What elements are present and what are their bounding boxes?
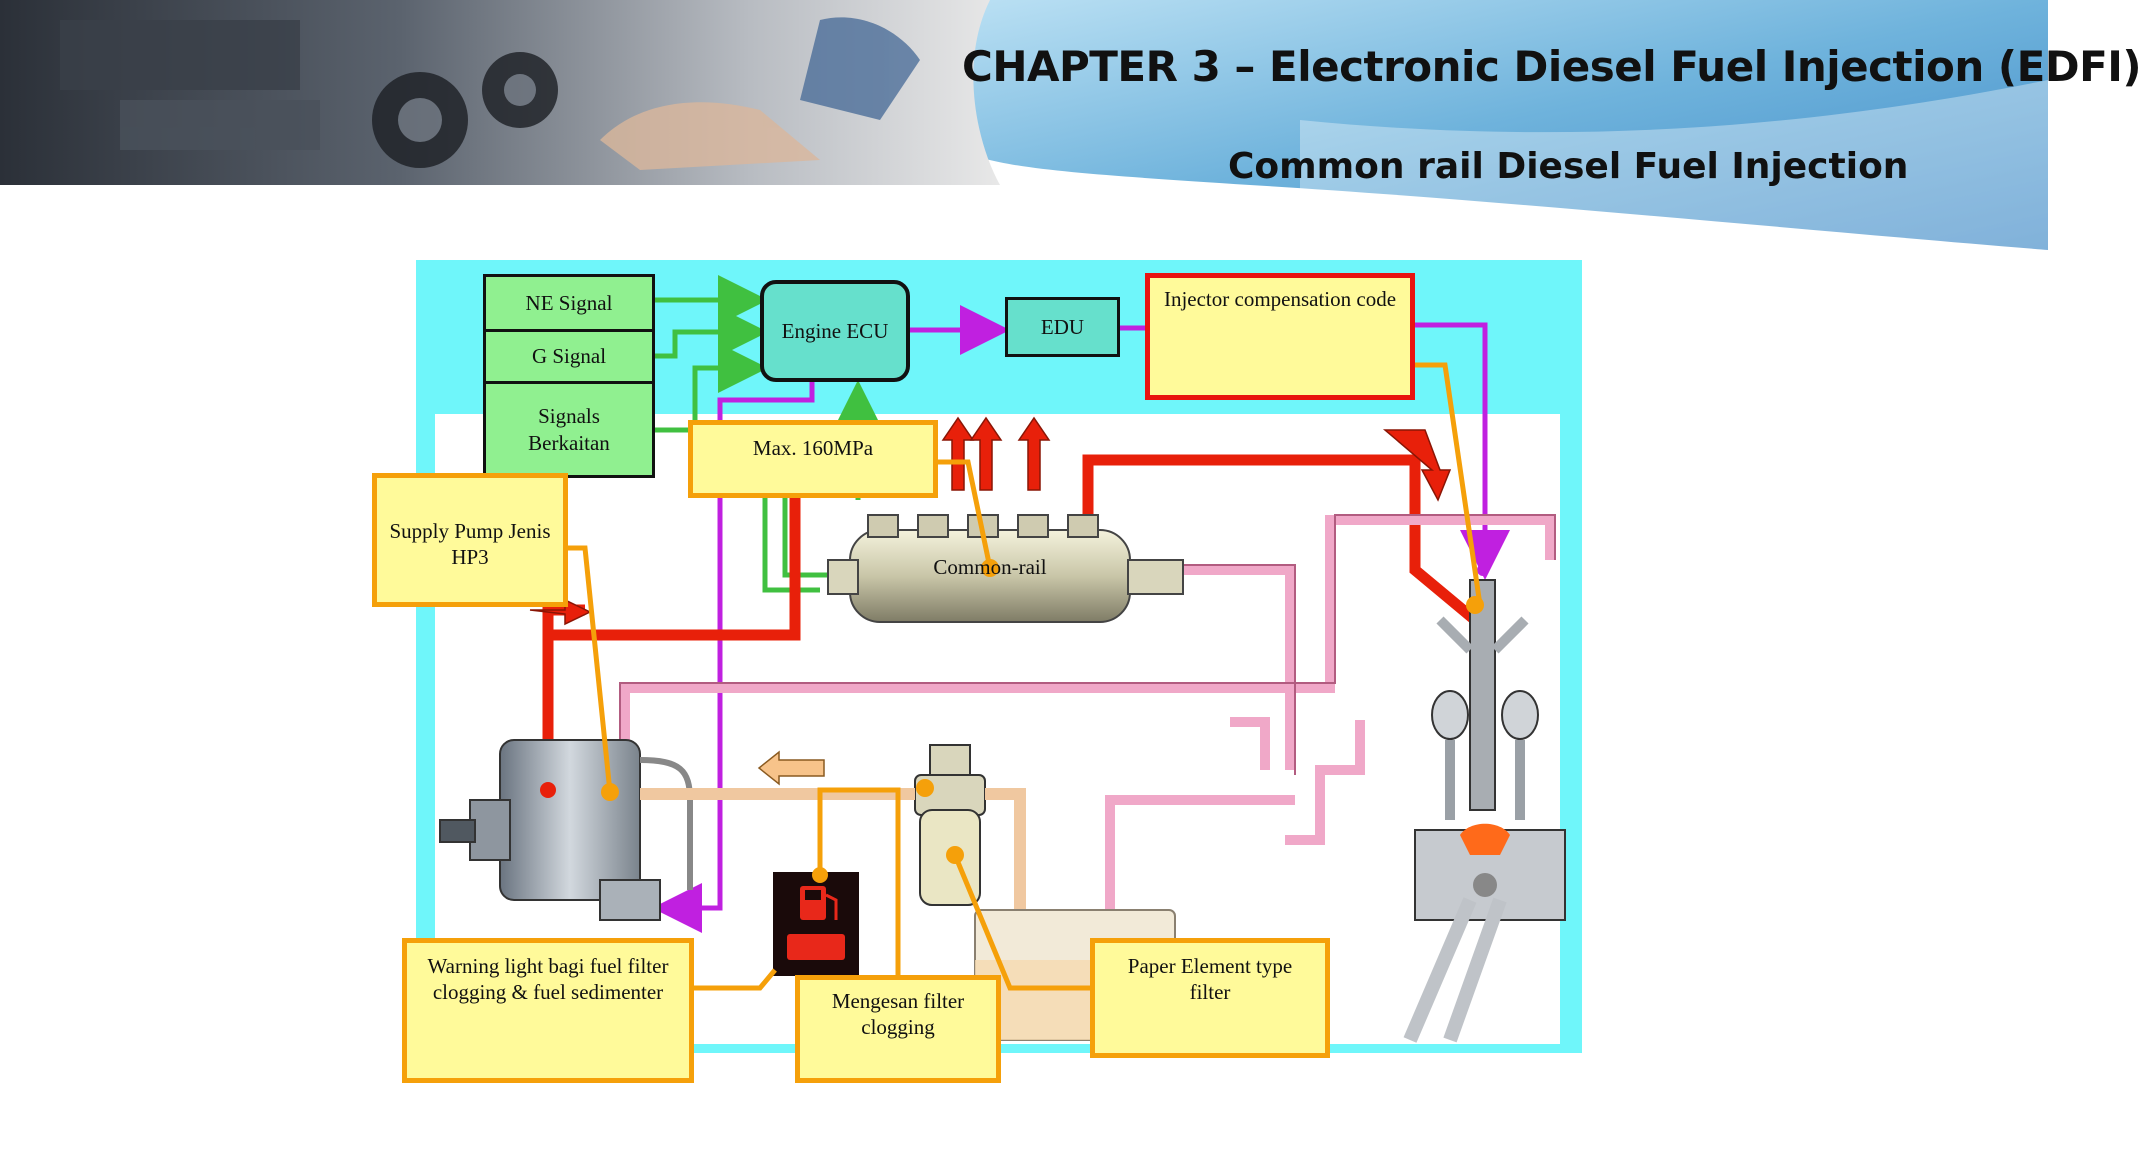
return-lines <box>620 515 1555 940</box>
warning-light-box: Warning light bagi fuel filter clogging … <box>402 938 694 1083</box>
supply-pump-label: Supply Pump Jenis HP3 <box>389 519 551 570</box>
callout-dots <box>601 559 999 883</box>
max-pressure-box: Max. 160MPa <box>688 420 938 498</box>
ne-signal-label: NE Signal <box>525 290 613 315</box>
injector-and-piston <box>1403 564 1566 1043</box>
injector-compensation-box: Injector compensation code <box>1145 273 1415 400</box>
supply-pump-body <box>439 739 693 921</box>
return-line-outline <box>619 514 1556 775</box>
engine-ecu-box: Engine ECU <box>760 280 910 382</box>
supply-pump-box: Supply Pump Jenis HP3 <box>372 473 568 607</box>
edu-box: EDU <box>1005 297 1120 357</box>
pressure-arrows <box>529 416 1452 626</box>
header-banner <box>0 0 2048 260</box>
engine-photo-details <box>60 17 920 170</box>
callout-leaders <box>565 362 1483 991</box>
slide-subtitle: Common rail Diesel Fuel Injection <box>1228 146 1909 187</box>
engine-ecu-label: Engine ECU <box>781 318 889 343</box>
g-signal-box: G Signal <box>483 329 655 384</box>
filter-clogging-box: Mengesan filter clogging <box>795 975 1001 1083</box>
related-signals-label: Signals Berkaitan <box>528 404 610 455</box>
warning-light-label: Warning light bagi fuel filter clogging … <box>427 954 669 1005</box>
injector-compensation-label: Injector compensation code <box>1163 287 1397 311</box>
paper-filter-box: Paper Element type filter <box>1090 938 1330 1058</box>
filter-clogging-label: Mengesan filter clogging <box>831 989 965 1040</box>
ne-signal-box: NE Signal <box>483 274 655 332</box>
control-signal-lines <box>652 305 1510 933</box>
chapter-title: CHAPTER 3 – Electronic Diesel Fuel Injec… <box>962 42 2141 91</box>
g-signal-label: G Signal <box>531 344 607 369</box>
paper-filter-label: Paper Element type filter <box>1127 954 1293 1005</box>
common-rail-label-box: Common-rail <box>900 552 1080 582</box>
max-pressure-label: Max. 160MPa <box>752 436 874 460</box>
fuel-warning-light-icon <box>773 872 859 976</box>
related-signals-box: Signals Berkaitan <box>483 381 655 478</box>
common-rail-label: Common-rail <box>933 554 1047 579</box>
edu-label: EDU <box>1040 314 1085 339</box>
return-arrow <box>757 750 825 786</box>
